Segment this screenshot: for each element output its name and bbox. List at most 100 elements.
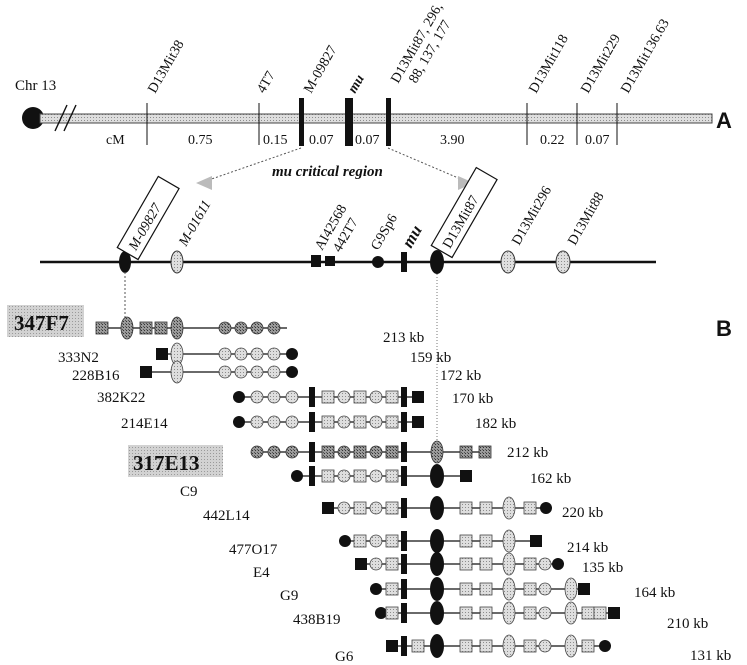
clone-row — [355, 552, 564, 576]
critical-region-label: mu critical region — [272, 164, 383, 180]
clone-size: 164 kb — [634, 585, 675, 601]
sts-marker-square — [479, 557, 493, 571]
sts-marker-square — [322, 502, 334, 514]
critical-region-lines — [199, 147, 471, 184]
sts-marker-ellipse — [170, 316, 184, 340]
marker-m09827 — [119, 251, 131, 273]
sts-marker-square — [523, 557, 537, 571]
clone-row — [233, 412, 424, 432]
distance-label: 0.07 — [585, 133, 610, 148]
arrow-right-icon — [458, 176, 474, 190]
sts-marker-square — [459, 445, 473, 459]
clone-highlight — [128, 445, 223, 477]
clone-highlight — [7, 305, 84, 337]
sts-marker-square — [459, 582, 473, 596]
clone-row — [339, 529, 542, 553]
sts-marker-square — [459, 606, 473, 620]
sts-marker-square — [385, 582, 399, 596]
sts-marker-circle — [250, 347, 264, 361]
mu-marker-bar — [401, 466, 407, 486]
distance-label: 0.75 — [188, 133, 213, 148]
sts-marker-ellipse — [502, 552, 516, 576]
sts-marker-circle — [540, 502, 552, 514]
marker-mu — [401, 252, 407, 272]
sts-marker-circle — [250, 390, 264, 404]
marker-m01611 — [170, 250, 184, 274]
marker-tick-m09827 — [299, 98, 304, 146]
sts-marker-square — [385, 415, 399, 429]
clone-name: C9 — [180, 484, 198, 500]
sts-marker-square — [353, 534, 367, 548]
sts-marker-square — [460, 470, 472, 482]
chromosome-break — [54, 104, 77, 132]
mu-marker-bar — [401, 387, 407, 407]
sts-marker-circle — [267, 415, 281, 429]
marker-442t7 — [325, 256, 335, 266]
marker-label: 4T7 — [254, 69, 278, 96]
sts-marker-circle — [218, 347, 232, 361]
clone-name: 442L14 — [203, 508, 250, 524]
clone-name: 477O17 — [229, 542, 278, 558]
sts-marker-circle — [267, 445, 281, 459]
marker-d13mit296 — [500, 250, 516, 274]
marker-d13mit87 — [430, 250, 444, 274]
centromere — [22, 107, 44, 129]
mu-marker-bar — [401, 603, 407, 623]
sts-marker-square — [385, 557, 399, 571]
sts-marker-square — [412, 391, 424, 403]
sts-marker-square — [353, 501, 367, 515]
sts-marker-square — [353, 390, 367, 404]
mu-marker-bar — [309, 412, 315, 432]
sts-marker-circle — [370, 583, 382, 595]
clone-size: 213 kb — [383, 330, 424, 346]
unit-label: cM — [106, 133, 125, 148]
clone-size: 210 kb — [667, 616, 708, 632]
sts-marker-ellipse — [502, 634, 516, 658]
marker-tick-mu — [345, 98, 353, 146]
marker-label: G9Sp6 — [368, 212, 400, 253]
sts-marker-circle — [285, 445, 299, 459]
sts-marker-ellipse — [430, 464, 444, 488]
marker-label: D13Mit229 — [578, 32, 624, 96]
clone-size: 135 kb — [582, 560, 623, 576]
sts-marker-circle — [233, 416, 245, 428]
marker-label: D13Mit38 — [145, 38, 187, 96]
sts-marker-square — [156, 348, 168, 360]
clone-row — [140, 360, 298, 384]
sts-marker-square — [459, 639, 473, 653]
chromosome-label: Chr 13 — [15, 78, 56, 94]
sts-marker-circle — [339, 535, 351, 547]
clone-name: 214E14 — [121, 416, 168, 432]
arrow-left-icon — [196, 176, 212, 190]
sts-marker-square — [523, 501, 537, 515]
sts-marker-circle — [218, 321, 232, 335]
panel-label-b: B — [716, 316, 732, 341]
sts-marker-ellipse — [564, 601, 578, 625]
sts-marker-circle — [337, 415, 351, 429]
clone-size: 220 kb — [562, 505, 603, 521]
sts-marker-circle — [337, 445, 351, 459]
sts-marker-circle — [337, 390, 351, 404]
sts-marker-ellipse — [120, 316, 134, 340]
marker-tick-d13mit87 — [386, 98, 391, 146]
sts-marker-ellipse — [430, 529, 444, 553]
sts-marker-square — [412, 416, 424, 428]
mu-marker-bar — [401, 531, 407, 551]
sts-marker-square — [523, 606, 537, 620]
clone-size: 214 kb — [567, 540, 608, 556]
sts-marker-ellipse — [430, 496, 444, 520]
sts-marker-square — [353, 445, 367, 459]
clone-row — [95, 316, 287, 340]
sts-marker-square — [321, 390, 335, 404]
clone-contig: 347F7 333N2 228B16 382K22 214E14 317E13 … — [7, 305, 731, 665]
sts-marker-square — [578, 583, 590, 595]
sts-marker-square — [353, 469, 367, 483]
distance-label: 0.07 — [309, 133, 334, 148]
sts-marker-circle — [286, 348, 298, 360]
clone-name: E4 — [253, 565, 270, 581]
sts-marker-ellipse — [502, 577, 516, 601]
clone-name: 438B19 — [293, 612, 341, 628]
sts-marker-square — [530, 535, 542, 547]
mu-marker-bar — [401, 554, 407, 574]
